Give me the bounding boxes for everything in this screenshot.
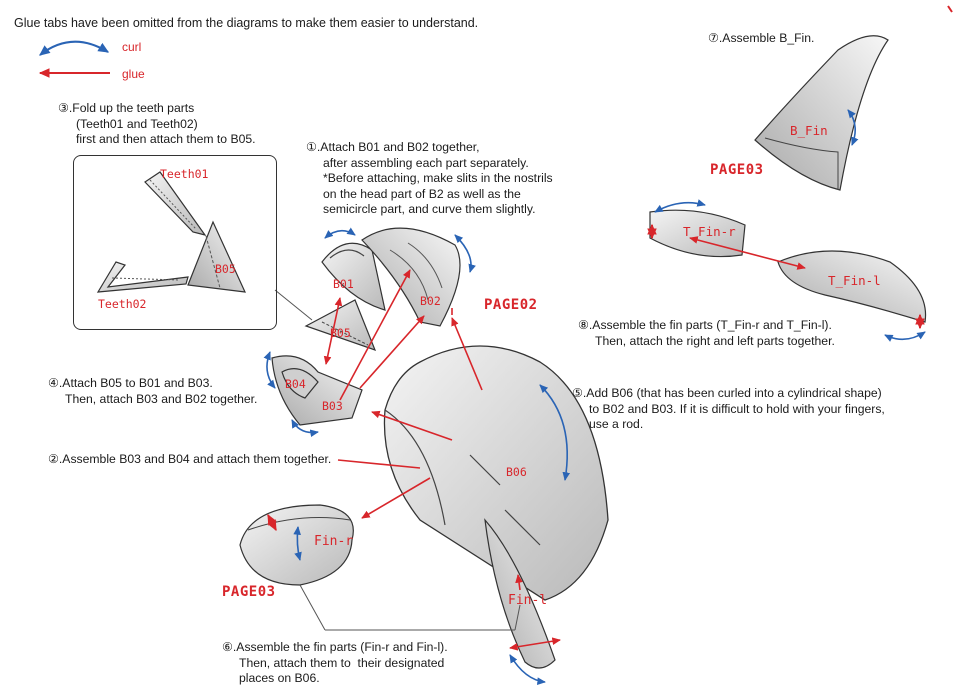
b04-label: B04 xyxy=(285,377,306,391)
b05-label: B05 xyxy=(330,326,351,340)
page03-top-label: PAGE03 xyxy=(710,162,764,178)
step-8-text: ⑧.Assemble the fin parts (T_Fin-r and T_… xyxy=(578,318,835,348)
b05-part xyxy=(304,299,377,351)
page03-bottom-label: PAGE03 xyxy=(222,584,276,600)
fin-callout-lines xyxy=(299,584,521,631)
b01-label: B01 xyxy=(333,277,354,291)
t-fin-l-label: T_Fin-l xyxy=(828,273,881,288)
fin-l-label: Fin-l xyxy=(508,593,548,608)
page02-label: PAGE02 xyxy=(484,297,538,313)
glue-arrows xyxy=(323,236,806,651)
b05-inset-label: B05 xyxy=(215,262,236,276)
step-5-text: ⑤.Add B06 (that has been curled into a c… xyxy=(572,386,885,431)
b01-part xyxy=(321,242,386,311)
t-fin-l-part xyxy=(777,250,927,323)
step-4-text: ④.Attach B05 to B01 and B03. Then, attac… xyxy=(48,376,258,406)
inset-pointer-line xyxy=(274,289,313,321)
b03-label: B03 xyxy=(322,399,343,413)
b02-label: B02 xyxy=(420,294,441,308)
teeth02-part xyxy=(96,261,189,293)
glue-ticks xyxy=(267,223,925,532)
b02-part xyxy=(361,227,461,327)
teeth-inset-box xyxy=(73,155,277,330)
header-note: Glue tabs have been omitted from the dia… xyxy=(14,16,479,30)
step-2-text: ②.Assemble B03 and B04 and attach them t… xyxy=(48,452,332,466)
fin-r-label: Fin-r xyxy=(314,534,354,549)
b04-part xyxy=(281,368,319,399)
step-7-text: ⑦.Assemble B_Fin. xyxy=(708,31,815,45)
legend-curl-label: curl xyxy=(122,40,142,54)
teeth01-label: Teeth01 xyxy=(160,167,209,181)
b-fin-part xyxy=(754,35,889,191)
teeth02-label: Teeth02 xyxy=(98,297,147,311)
step-6-text: ⑥.Assemble the fin parts (Fin-r and Fin-… xyxy=(222,640,448,685)
legend-curl-arrow xyxy=(39,40,110,56)
b06-label: B06 xyxy=(506,465,527,479)
step-3-text: ③.Fold up the teeth parts (Teeth01 and T… xyxy=(58,101,256,146)
t-fin-r-label: T_Fin-r xyxy=(683,224,736,239)
b05-inset-part xyxy=(187,220,246,293)
step-1-text: ①.Attach B01 and B02 together, after ass… xyxy=(306,140,553,216)
legend-glue-label: glue xyxy=(122,67,145,81)
curl-arrows xyxy=(263,109,926,686)
corner-accent-mark xyxy=(947,5,953,13)
b-fin-label: B_Fin xyxy=(790,123,828,138)
teeth01-part xyxy=(144,171,207,236)
